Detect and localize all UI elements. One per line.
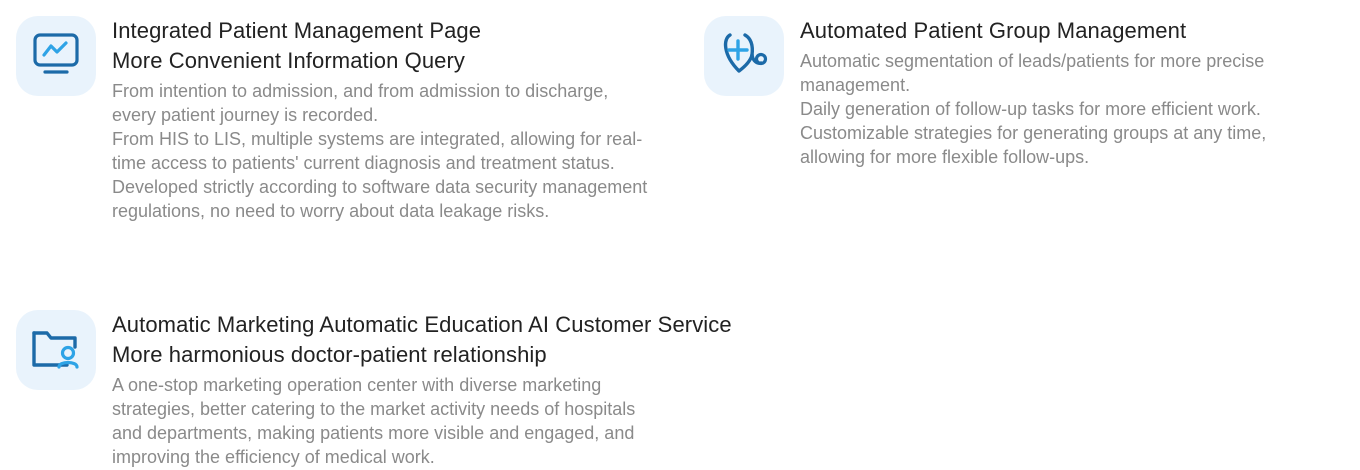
feature-title: Integrated Patient Management Page More … <box>112 16 676 76</box>
feature-title-line: Automated Patient Group Management <box>800 18 1187 43</box>
feature-description-line: Developed strictly according to software… <box>112 177 648 221</box>
feature-title-line: Integrated Patient Management Page <box>112 18 482 43</box>
feature-icon-tile <box>16 16 96 96</box>
feature-title: Automatic Marketing Automatic Education … <box>112 310 816 370</box>
feature-description: Automatic segmentation of leads/patients… <box>800 49 1330 169</box>
feature-title-line: More Convenient Information Query <box>112 48 466 73</box>
stethoscope-icon <box>719 29 769 84</box>
feature-title: Automated Patient Group Management <box>800 16 1344 46</box>
feature-description-line: Customizable strategies for generating g… <box>800 123 1267 167</box>
feature-description-line: Automatic segmentation of leads/patients… <box>800 51 1265 95</box>
monitor-chart-icon <box>32 30 80 83</box>
feature-icon-tile <box>16 310 96 390</box>
feature-description-line: A one-stop marketing operation center wi… <box>112 375 636 467</box>
feature-title-line: More harmonious doctor-patient relations… <box>112 342 547 367</box>
feature-title-line: Automatic Marketing Automatic Education … <box>112 312 732 337</box>
feature-automatic-marketing: Automatic Marketing Automatic Education … <box>16 310 816 469</box>
feature-description-line: From intention to admission, and from ad… <box>112 81 609 125</box>
feature-description-line: From HIS to LIS, multiple systems are in… <box>112 129 643 173</box>
feature-automated-patient-group: Automated Patient Group Management Autom… <box>704 16 1344 169</box>
folder-user-icon <box>31 325 81 376</box>
feature-description: From intention to admission, and from ad… <box>112 79 657 223</box>
feature-integrated-patient-management: Integrated Patient Management Page More … <box>16 16 676 223</box>
feature-description: A one-stop marketing operation center wi… <box>112 373 657 469</box>
feature-description-line: Daily generation of follow-up tasks for … <box>800 99 1261 119</box>
feature-icon-tile <box>704 16 784 96</box>
